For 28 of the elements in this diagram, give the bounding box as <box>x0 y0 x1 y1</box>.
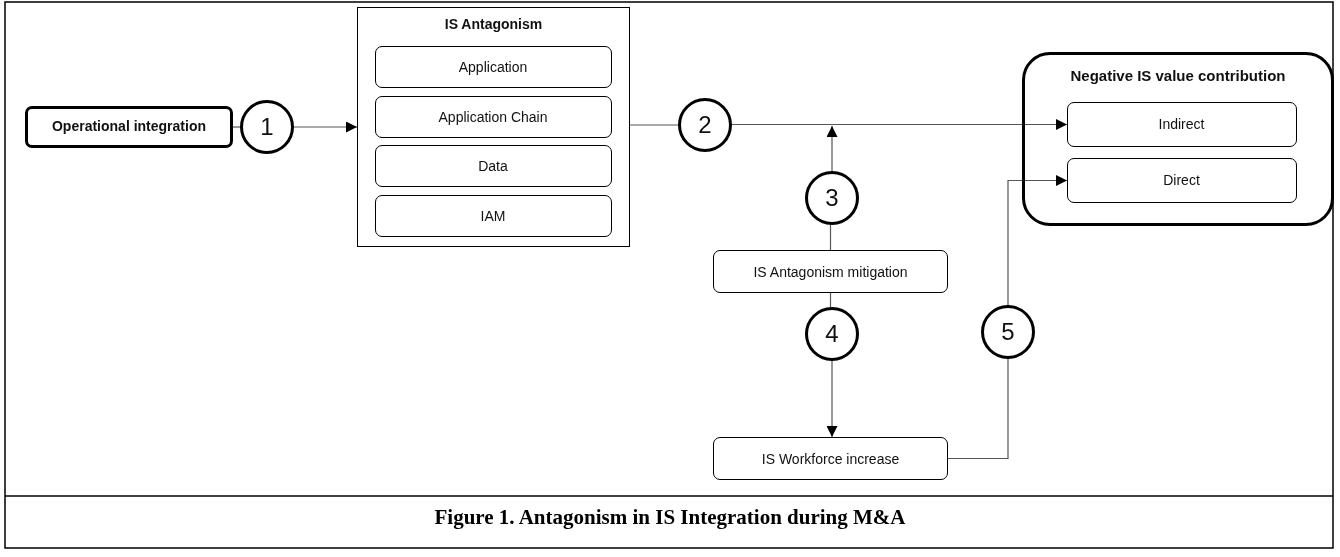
connector-line <box>232 126 241 128</box>
arrow <box>293 121 358 133</box>
process-box: IAM <box>374 194 612 237</box>
process-box: Direct <box>1066 157 1297 203</box>
connector-line <box>629 124 679 126</box>
process-box: Operational integration <box>25 106 233 148</box>
arrow <box>731 119 1068 130</box>
group-box <box>357 7 630 247</box>
group-heading: Negative IS value contribution <box>1070 67 1286 84</box>
numbered-circle: 4 <box>805 307 859 361</box>
connector-line <box>947 358 1009 460</box>
process-box: Application Chain <box>374 95 612 138</box>
numbered-circle: 2 <box>678 98 732 152</box>
process-box: Application <box>374 45 612 88</box>
process-box: IS Workforce increase <box>713 437 948 480</box>
arrow <box>826 125 838 172</box>
numbered-circle: 3 <box>805 171 859 225</box>
process-box: Indirect <box>1066 101 1297 147</box>
group-heading: IS Antagonism <box>444 16 543 32</box>
numbered-circle: 1 <box>240 100 294 154</box>
numbered-circle: 5 <box>981 305 1035 359</box>
arrow <box>826 360 838 438</box>
arrow <box>1007 175 1068 306</box>
figure-caption: Figure 1. Antagonism in IS Integration during M&A <box>433 505 907 530</box>
process-box: IS Antagonism mitigation <box>713 250 948 293</box>
connector-line <box>829 224 832 251</box>
group-box <box>1022 52 1334 226</box>
process-box: Data <box>374 144 612 187</box>
